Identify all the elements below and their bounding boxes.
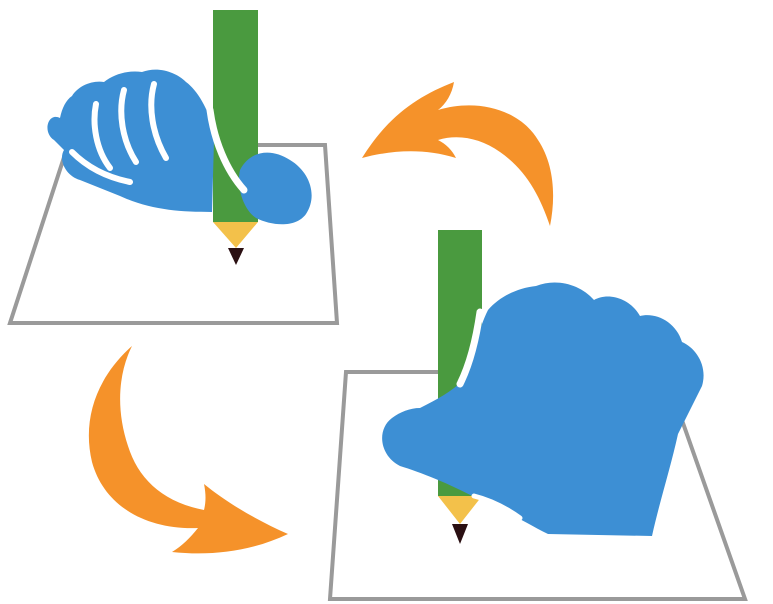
- top-left-writing-scene: [10, 10, 337, 323]
- pencil-icon: [213, 10, 258, 265]
- bottom-right-writing-scene: [330, 230, 745, 599]
- curved-arrow-icon: [362, 82, 553, 226]
- curved-arrow-icon: [89, 346, 288, 553]
